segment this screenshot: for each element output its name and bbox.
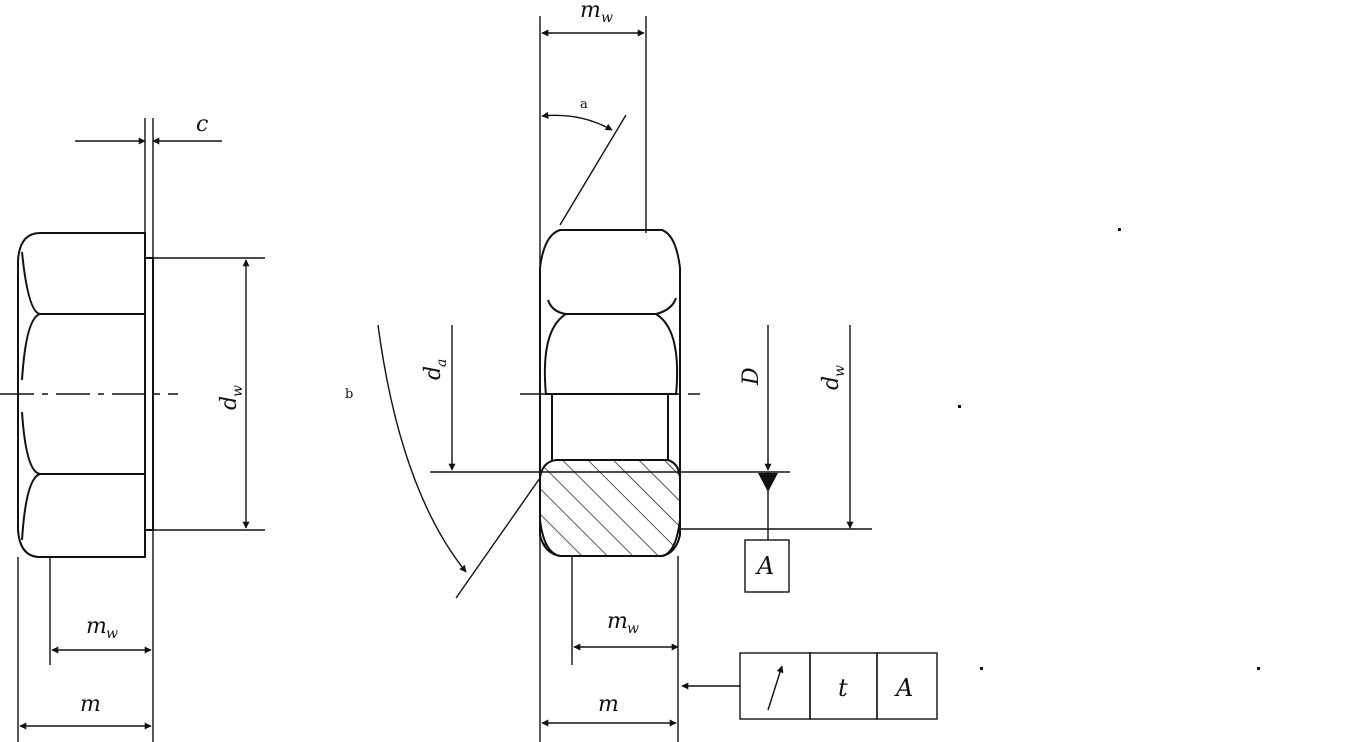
tolerance-datum-label: A [894, 674, 913, 702]
D-label: D [739, 367, 764, 386]
left-hex-facet-lower [21, 411, 145, 475]
section-hatch [539, 459, 681, 557]
da-sub: a [434, 359, 450, 367]
m-right-label: m [598, 692, 619, 717]
mw-top-sub: w [601, 10, 613, 26]
dw-right-label: d [819, 376, 844, 390]
c-label: c [196, 112, 208, 137]
mw-top-label: m [580, 0, 601, 23]
angle-a-arc [541, 111, 613, 131]
dw-left-sub: w [230, 385, 246, 397]
mw-bottom-label: m [607, 609, 628, 634]
tolerance-cell-datum [876, 652, 938, 720]
datum-triangle [758, 473, 778, 492]
m-left-label: m [80, 692, 101, 717]
tolerance-frame: t A [739, 652, 938, 720]
runout-arrow-icon [767, 665, 784, 711]
mw-left-sub: w [106, 626, 118, 642]
da-label: d [421, 366, 446, 380]
right-facet-mid-left [543, 313, 567, 396]
left-hex-facet-upper2 [21, 313, 41, 381]
right-facet-mid-right [655, 313, 679, 396]
left-hex-facet-upper [21, 251, 145, 315]
mw-bottom-sub: w [627, 621, 639, 637]
left-flange [144, 257, 154, 531]
angle-b-label: b [345, 387, 353, 402]
angle-a-leg [559, 114, 627, 226]
left-hex-outline [17, 232, 146, 558]
left-view: c d w m w m [0, 112, 265, 742]
scan-specks [958, 228, 1260, 670]
dw-right-sub: w [832, 365, 848, 377]
right-facet-top [547, 297, 677, 315]
left-hex-facet-lower2 [21, 473, 41, 541]
right-view: m w a d a b D [345, 0, 938, 742]
mw-left-label: m [86, 614, 107, 639]
tolerance-value-label: t [838, 674, 848, 702]
angle-a-label: a [580, 97, 588, 112]
dw-left-label: d [217, 396, 242, 410]
datum-box [744, 539, 790, 593]
datum-box-label: A [755, 552, 774, 580]
angle-b-arc [377, 324, 467, 573]
angle-b-leg [455, 477, 541, 599]
